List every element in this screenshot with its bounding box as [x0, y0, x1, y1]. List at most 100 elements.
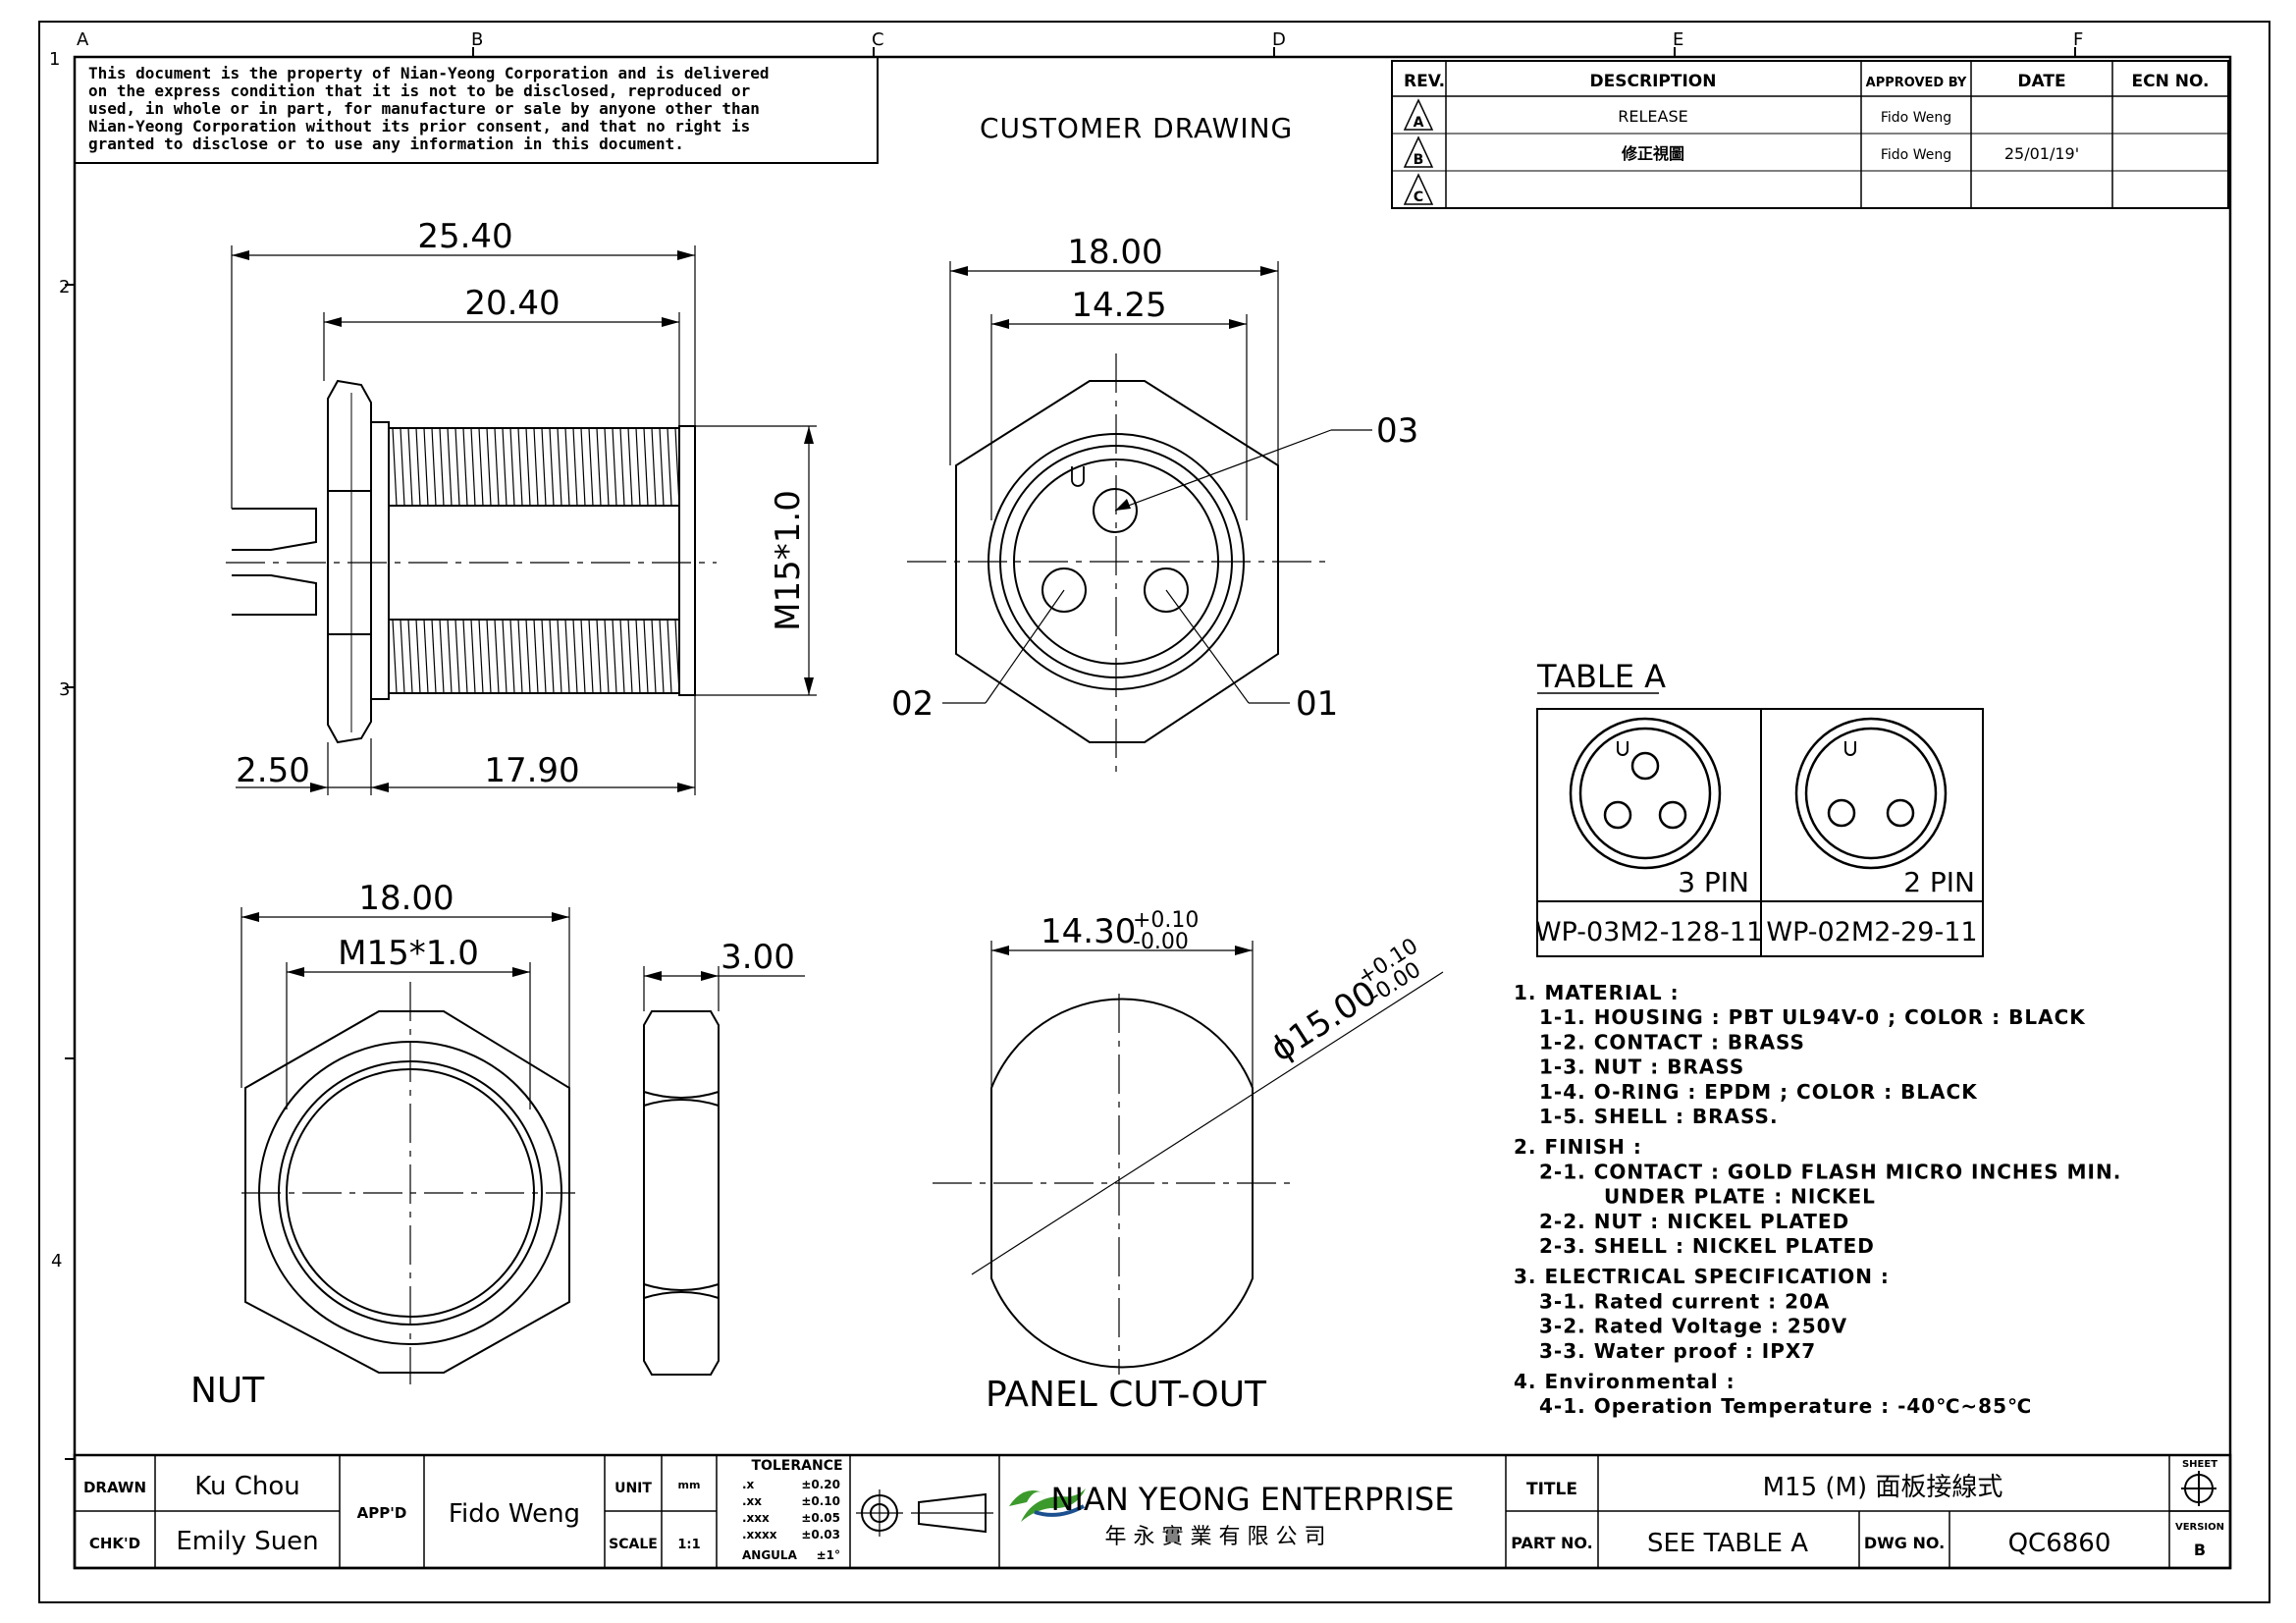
- side-view-arrowheads: [232, 250, 814, 792]
- cutout-diameter-dimension: ϕ15.00 +0.10 -0.00: [1263, 934, 1425, 1069]
- approved-label: APP'D: [357, 1504, 407, 1522]
- thread-line: [494, 427, 500, 507]
- row-label-3: 3: [59, 679, 70, 700]
- side-view-dimensions: [231, 245, 817, 795]
- rev-row-a: A RELEASE Fido Weng: [1403, 98, 1951, 131]
- notice-line-4: Nian-Yeong Corporation without its prior…: [88, 117, 750, 135]
- thread-line: [659, 427, 665, 507]
- pin-label-02: 02: [891, 684, 934, 724]
- panel-cutout-view: [933, 971, 1444, 1375]
- thread-top: [392, 427, 680, 507]
- tolerance-key: .xxxx: [742, 1528, 777, 1542]
- thread-line: [400, 619, 405, 694]
- table-a-2pin-icon: [1794, 717, 1948, 870]
- dim-nut-hex: 18.00: [358, 879, 454, 918]
- version-label: VERSION: [2175, 1522, 2224, 1533]
- spec-line: 2-3. SHELL : NICKEL PLATED: [1539, 1234, 1875, 1258]
- scale-label: SCALE: [609, 1537, 658, 1552]
- drawn-by: Ku Chou: [194, 1472, 300, 1501]
- thread-line: [533, 427, 539, 507]
- projection-symbol-icon: [856, 1489, 993, 1537]
- thread-line: [509, 427, 515, 507]
- thread-line: [659, 619, 665, 694]
- table-a-2pin-label: 2 PIN: [1903, 866, 1975, 898]
- thread-line: [572, 619, 578, 694]
- thread-line: [619, 427, 625, 507]
- thread-line: [486, 427, 492, 507]
- thread-line: [667, 427, 672, 507]
- cutout-tolerance-minus: -0.00: [1133, 930, 1189, 954]
- notice-line-3: used, in whole or in part, for manufactu…: [88, 99, 760, 118]
- spec-line: UNDER PLATE : NICKEL: [1604, 1185, 1876, 1209]
- version-value: B: [2194, 1541, 2206, 1559]
- dim-overall-length: 25.40: [417, 217, 512, 256]
- title-label: TITLE: [1526, 1480, 1577, 1499]
- panel-cutout-dimensions: [990, 941, 1254, 1088]
- scale-value: 1:1: [677, 1538, 700, 1552]
- thread-line: [604, 427, 610, 507]
- thread-bottom: [392, 619, 680, 694]
- thread-line: [400, 427, 405, 507]
- dim-bore-diameter: 14.25: [1071, 286, 1166, 325]
- thread-line: [596, 619, 602, 694]
- thread-line: [431, 427, 437, 507]
- thread-line: [439, 619, 445, 694]
- cutout-tolerance-plus: +0.10: [1133, 908, 1199, 933]
- thread-line: [564, 619, 570, 694]
- tolerance-value: ±0.05: [801, 1511, 840, 1525]
- thread-line: [564, 427, 570, 507]
- rev-description: RELEASE: [1618, 107, 1687, 126]
- spec-line: 2-2. NUT : NICKEL PLATED: [1539, 1210, 1849, 1233]
- nut-dimensions: [240, 907, 805, 1109]
- thread-line: [431, 619, 437, 694]
- rev-date: 25/01/19': [2004, 144, 2079, 163]
- title-block: [73, 1453, 2232, 1570]
- pin-02-contact: [1041, 568, 1087, 613]
- thread-line: [627, 427, 633, 507]
- thread-line: [494, 619, 500, 694]
- checked-by: Emily Suen: [176, 1527, 318, 1556]
- thread-line: [651, 619, 657, 694]
- thread-line: [470, 427, 476, 507]
- rev-letter: B: [1414, 152, 1424, 168]
- company-name-en: NIAN YEONG ENTERPRISE: [1051, 1481, 1455, 1518]
- rev-row-c: C: [1403, 173, 1434, 205]
- thread-line: [580, 619, 586, 694]
- thread-line: [588, 427, 594, 507]
- spec-line: 4-1. Operation Temperature : -40℃~85℃: [1539, 1394, 2032, 1418]
- ecn-no-header: ECN NO.: [2132, 72, 2210, 91]
- front-view-arrowheads: [950, 266, 1278, 511]
- spec-line: 3. ELECTRICAL SPECIFICATION :: [1514, 1265, 1890, 1288]
- rev-triangle-icon: [1403, 135, 1434, 168]
- spec-line: 1-1. HOUSING : PBT UL94V-0 ; COLOR : BLA…: [1539, 1005, 2086, 1029]
- rev-header: REV.: [1404, 72, 1445, 91]
- thread-line: [533, 619, 539, 694]
- pin-label-01: 01: [1296, 684, 1338, 724]
- sheet-symbol-icon: [2181, 1471, 2216, 1506]
- tolerance-key: .xx: [742, 1494, 762, 1508]
- thread-line: [415, 619, 421, 694]
- company-name-zh: 年 永 實 業 有 限 公 司: [1105, 1525, 1326, 1549]
- thread-line: [572, 427, 578, 507]
- revision-table: REV. DESCRIPTION APPROVED BY DATE ECN NO…: [1391, 60, 2229, 209]
- thread-line: [643, 427, 649, 507]
- unit-label: UNIT: [614, 1481, 652, 1496]
- tolerance-value: ±0.10: [801, 1494, 840, 1508]
- rev-triangle-icon: [1403, 173, 1434, 205]
- thread-line: [596, 427, 602, 507]
- thread-line: [525, 619, 531, 694]
- thread-line: [549, 619, 555, 694]
- side-view: [226, 379, 717, 744]
- spec-line: 3-2. Rated Voltage : 250V: [1539, 1315, 1847, 1338]
- tolerance-key: ANGULA: [742, 1548, 798, 1562]
- thread-line: [423, 427, 429, 507]
- thread-line: [392, 427, 398, 507]
- tolerance-key: .x: [742, 1478, 755, 1491]
- pin-01-contact: [1144, 568, 1189, 613]
- col-label-c: C: [872, 29, 884, 50]
- rev-approved-by: Fido Weng: [1881, 110, 1951, 126]
- nut-side-view: [643, 1010, 720, 1376]
- col-label-d: D: [1272, 29, 1286, 50]
- dim-nut-thread: M15*1.0: [338, 934, 479, 973]
